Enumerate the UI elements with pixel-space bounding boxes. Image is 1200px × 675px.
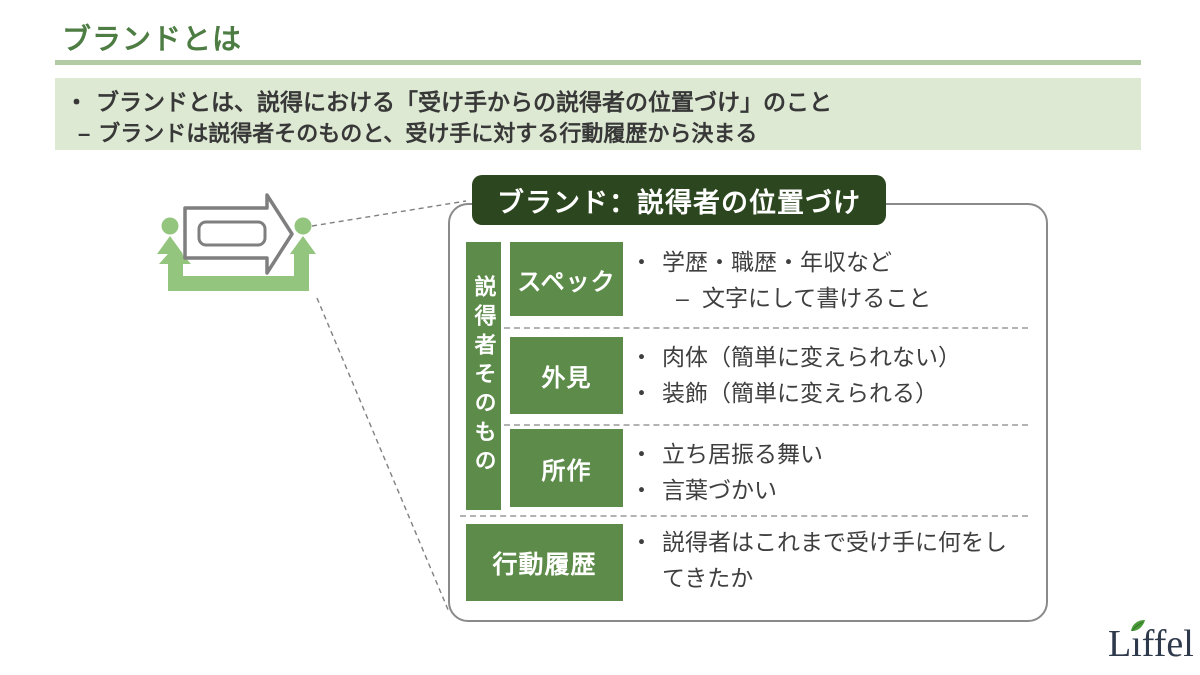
row-separator <box>460 515 1028 517</box>
row-line-text: 説得者はこれまで受け手に何をしてきたか <box>662 529 1007 591</box>
summary-line-2-text: ブランドは説得者そのものと、受け手に対する行動履歴から決まる <box>98 121 758 146</box>
connector-top <box>311 200 467 227</box>
logo-text-rest: ffel <box>1141 623 1194 665</box>
bullet-marker: ・ <box>630 249 653 275</box>
bullet-marker: ・ <box>630 477 653 503</box>
row-line-text: 肉体（簡単に変えられない） <box>662 344 961 370</box>
summary-line-1: ・ブランドとは、説得における「受け手からの説得者の位置づけ」のこと <box>65 86 1141 118</box>
row-line-text: 文字にして書けること <box>702 285 932 311</box>
message-box <box>197 220 267 247</box>
row-label-appearance: 外見 <box>510 337 623 414</box>
row-text-spec: ・学歴・職歴・年収など –文字にして書けること <box>630 244 931 316</box>
row-separator <box>504 327 1028 329</box>
row-label-manner: 所作 <box>510 429 623 507</box>
bullet-marker: ・ <box>630 380 653 406</box>
row-line-text: 装飾（簡単に変えられる） <box>662 380 938 406</box>
summary-line-2: –ブランドは説得者そのものと、受け手に対する行動履歴から決まる <box>65 118 1141 149</box>
side-label-persuader: 説得者そのもの <box>466 242 501 510</box>
connector-bottom <box>316 297 450 613</box>
row-line: ・説得者はこれまで受け手に何をしてきたか <box>630 524 1016 596</box>
row-line: ・肉体（簡単に変えられない） <box>630 339 961 375</box>
dash-marker: – <box>676 285 689 311</box>
row-line-text: 立ち居振る舞い <box>662 441 823 467</box>
leaf-icon <box>1131 620 1145 632</box>
row-line-text: 言葉づかい <box>662 477 777 503</box>
panel-header: ブランド：説得者の位置づけ <box>472 175 886 225</box>
liffel-logo: Lıffel <box>1108 620 1194 666</box>
row-line: ・装飾（簡単に変えられる） <box>630 375 961 411</box>
logo-text-i: ı <box>1131 623 1142 665</box>
row-text-appearance: ・肉体（簡単に変えられない） ・装飾（簡単に変えられる） <box>630 339 961 411</box>
row-separator <box>504 424 1028 426</box>
bullet-marker: ・ <box>630 344 653 370</box>
row-text-manner: ・立ち居振る舞い ・言葉づかい <box>630 436 823 508</box>
bullet-marker: ・ <box>630 441 653 467</box>
summary-line-1-text: ブランドとは、説得における「受け手からの説得者の位置づけ」のこと <box>96 89 832 115</box>
row-text-history: ・説得者はこれまで受け手に何をしてきたか <box>630 524 1016 596</box>
row-line: ・学歴・職歴・年収など <box>630 244 931 280</box>
row-line-text: 学歴・職歴・年収など <box>662 249 892 275</box>
row-line-sub: –文字にして書けること <box>630 280 931 316</box>
page-title: ブランドとは <box>62 24 243 56</box>
dash-marker: – <box>78 121 91 146</box>
row-line: ・言葉づかい <box>630 472 823 508</box>
logo-text-l: L <box>1108 623 1132 665</box>
feedback-arrow <box>159 246 309 291</box>
left-person-icon <box>161 217 179 235</box>
persuasion-illustration <box>157 193 316 291</box>
row-label-history: 行動履歴 <box>466 524 623 601</box>
bullet-marker: ・ <box>65 89 88 115</box>
row-line: ・立ち居振る舞い <box>630 436 823 472</box>
right-person-icon <box>294 217 312 235</box>
title-underline <box>55 60 1141 65</box>
bullet-marker: ・ <box>630 529 653 555</box>
row-label-spec: スペック <box>510 242 623 316</box>
summary-box: ・ブランドとは、説得における「受け手からの説得者の位置づけ」のこと –ブランドは… <box>55 78 1141 150</box>
